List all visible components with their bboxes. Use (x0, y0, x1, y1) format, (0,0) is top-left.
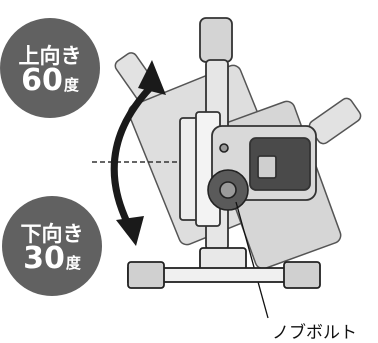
tilt-up-badge: 上向き 60度 (0, 18, 100, 118)
tilt-down-angle: 30 (23, 241, 65, 276)
tilt-down-badge: 下向き 30度 (2, 196, 102, 296)
tilt-down-label: 下向き (20, 222, 84, 246)
callout-leader-line (235, 201, 269, 319)
knob-bolt-callout-label: ノブボルト (272, 323, 357, 343)
stand-base (127, 247, 321, 289)
tilt-down-unit: 度 (65, 254, 81, 272)
tilt-up-angle: 60 (21, 63, 63, 98)
tilt-up-label: 上向き (18, 44, 82, 68)
rotation-arrow (110, 60, 166, 246)
knob-bolt (207, 143, 249, 211)
tilt-up-unit: 度 (63, 76, 79, 94)
